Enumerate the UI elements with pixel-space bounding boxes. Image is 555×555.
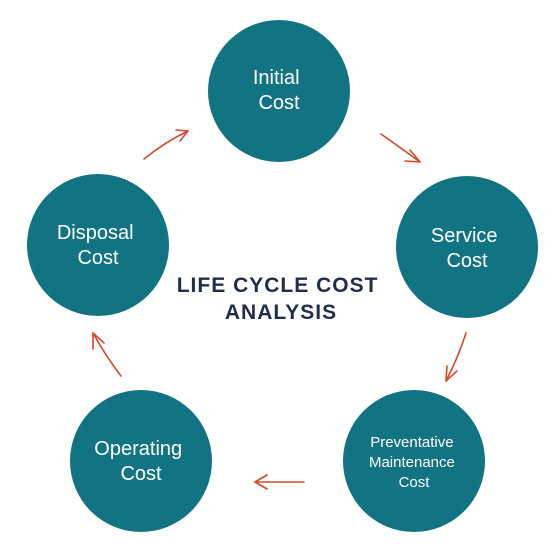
- arrow-operating-to-disposal: [92, 332, 122, 377]
- node-circle: [343, 390, 485, 532]
- node-label-line: Initial: [253, 67, 300, 89]
- node-label-line: Cost: [399, 474, 431, 491]
- node-initial-cost: Initial Cost: [208, 20, 350, 162]
- node-label: Disposal Cost: [57, 222, 139, 269]
- arrow-initial-to-service: [380, 133, 421, 163]
- node-label-line: Preventative: [370, 434, 453, 451]
- node-label-line: Disposal: [57, 222, 134, 244]
- node-label-line: Cost: [446, 250, 488, 272]
- node-preventative-maintenance-cost: Preventative Maintenance Cost: [343, 390, 485, 532]
- node-label-line: Maintenance: [369, 454, 455, 471]
- node-label-line: Cost: [120, 463, 162, 485]
- arrow-preventative-to-operating: [254, 474, 305, 490]
- node-label-line: Service: [431, 225, 498, 247]
- arrow-service-to-preventative: [445, 332, 467, 382]
- node-circle: [70, 390, 212, 532]
- arrow-disposal-to-initial: [143, 129, 189, 160]
- diagram-title: LIFE CYCLE COST ANALYSIS: [177, 274, 386, 324]
- node-label: Service Cost: [431, 225, 503, 272]
- node-service-cost: Service Cost: [396, 176, 538, 318]
- node-label-line: Cost: [77, 247, 119, 269]
- node-circle: [208, 20, 350, 162]
- node-label: Preventative Maintenance Cost: [369, 434, 459, 491]
- node-circle: [396, 176, 538, 318]
- diagram-title-line-1: LIFE CYCLE COST: [177, 274, 379, 297]
- node-circle: [27, 174, 169, 316]
- node-label: Operating Cost: [94, 438, 187, 485]
- node-label: Initial Cost: [253, 67, 305, 114]
- node-label-line: Cost: [258, 92, 300, 114]
- node-disposal-cost: Disposal Cost: [27, 174, 169, 316]
- node-label-line: Operating: [94, 438, 182, 460]
- diagram-title-line-2: ANALYSIS: [225, 301, 337, 324]
- node-operating-cost: Operating Cost: [70, 390, 212, 532]
